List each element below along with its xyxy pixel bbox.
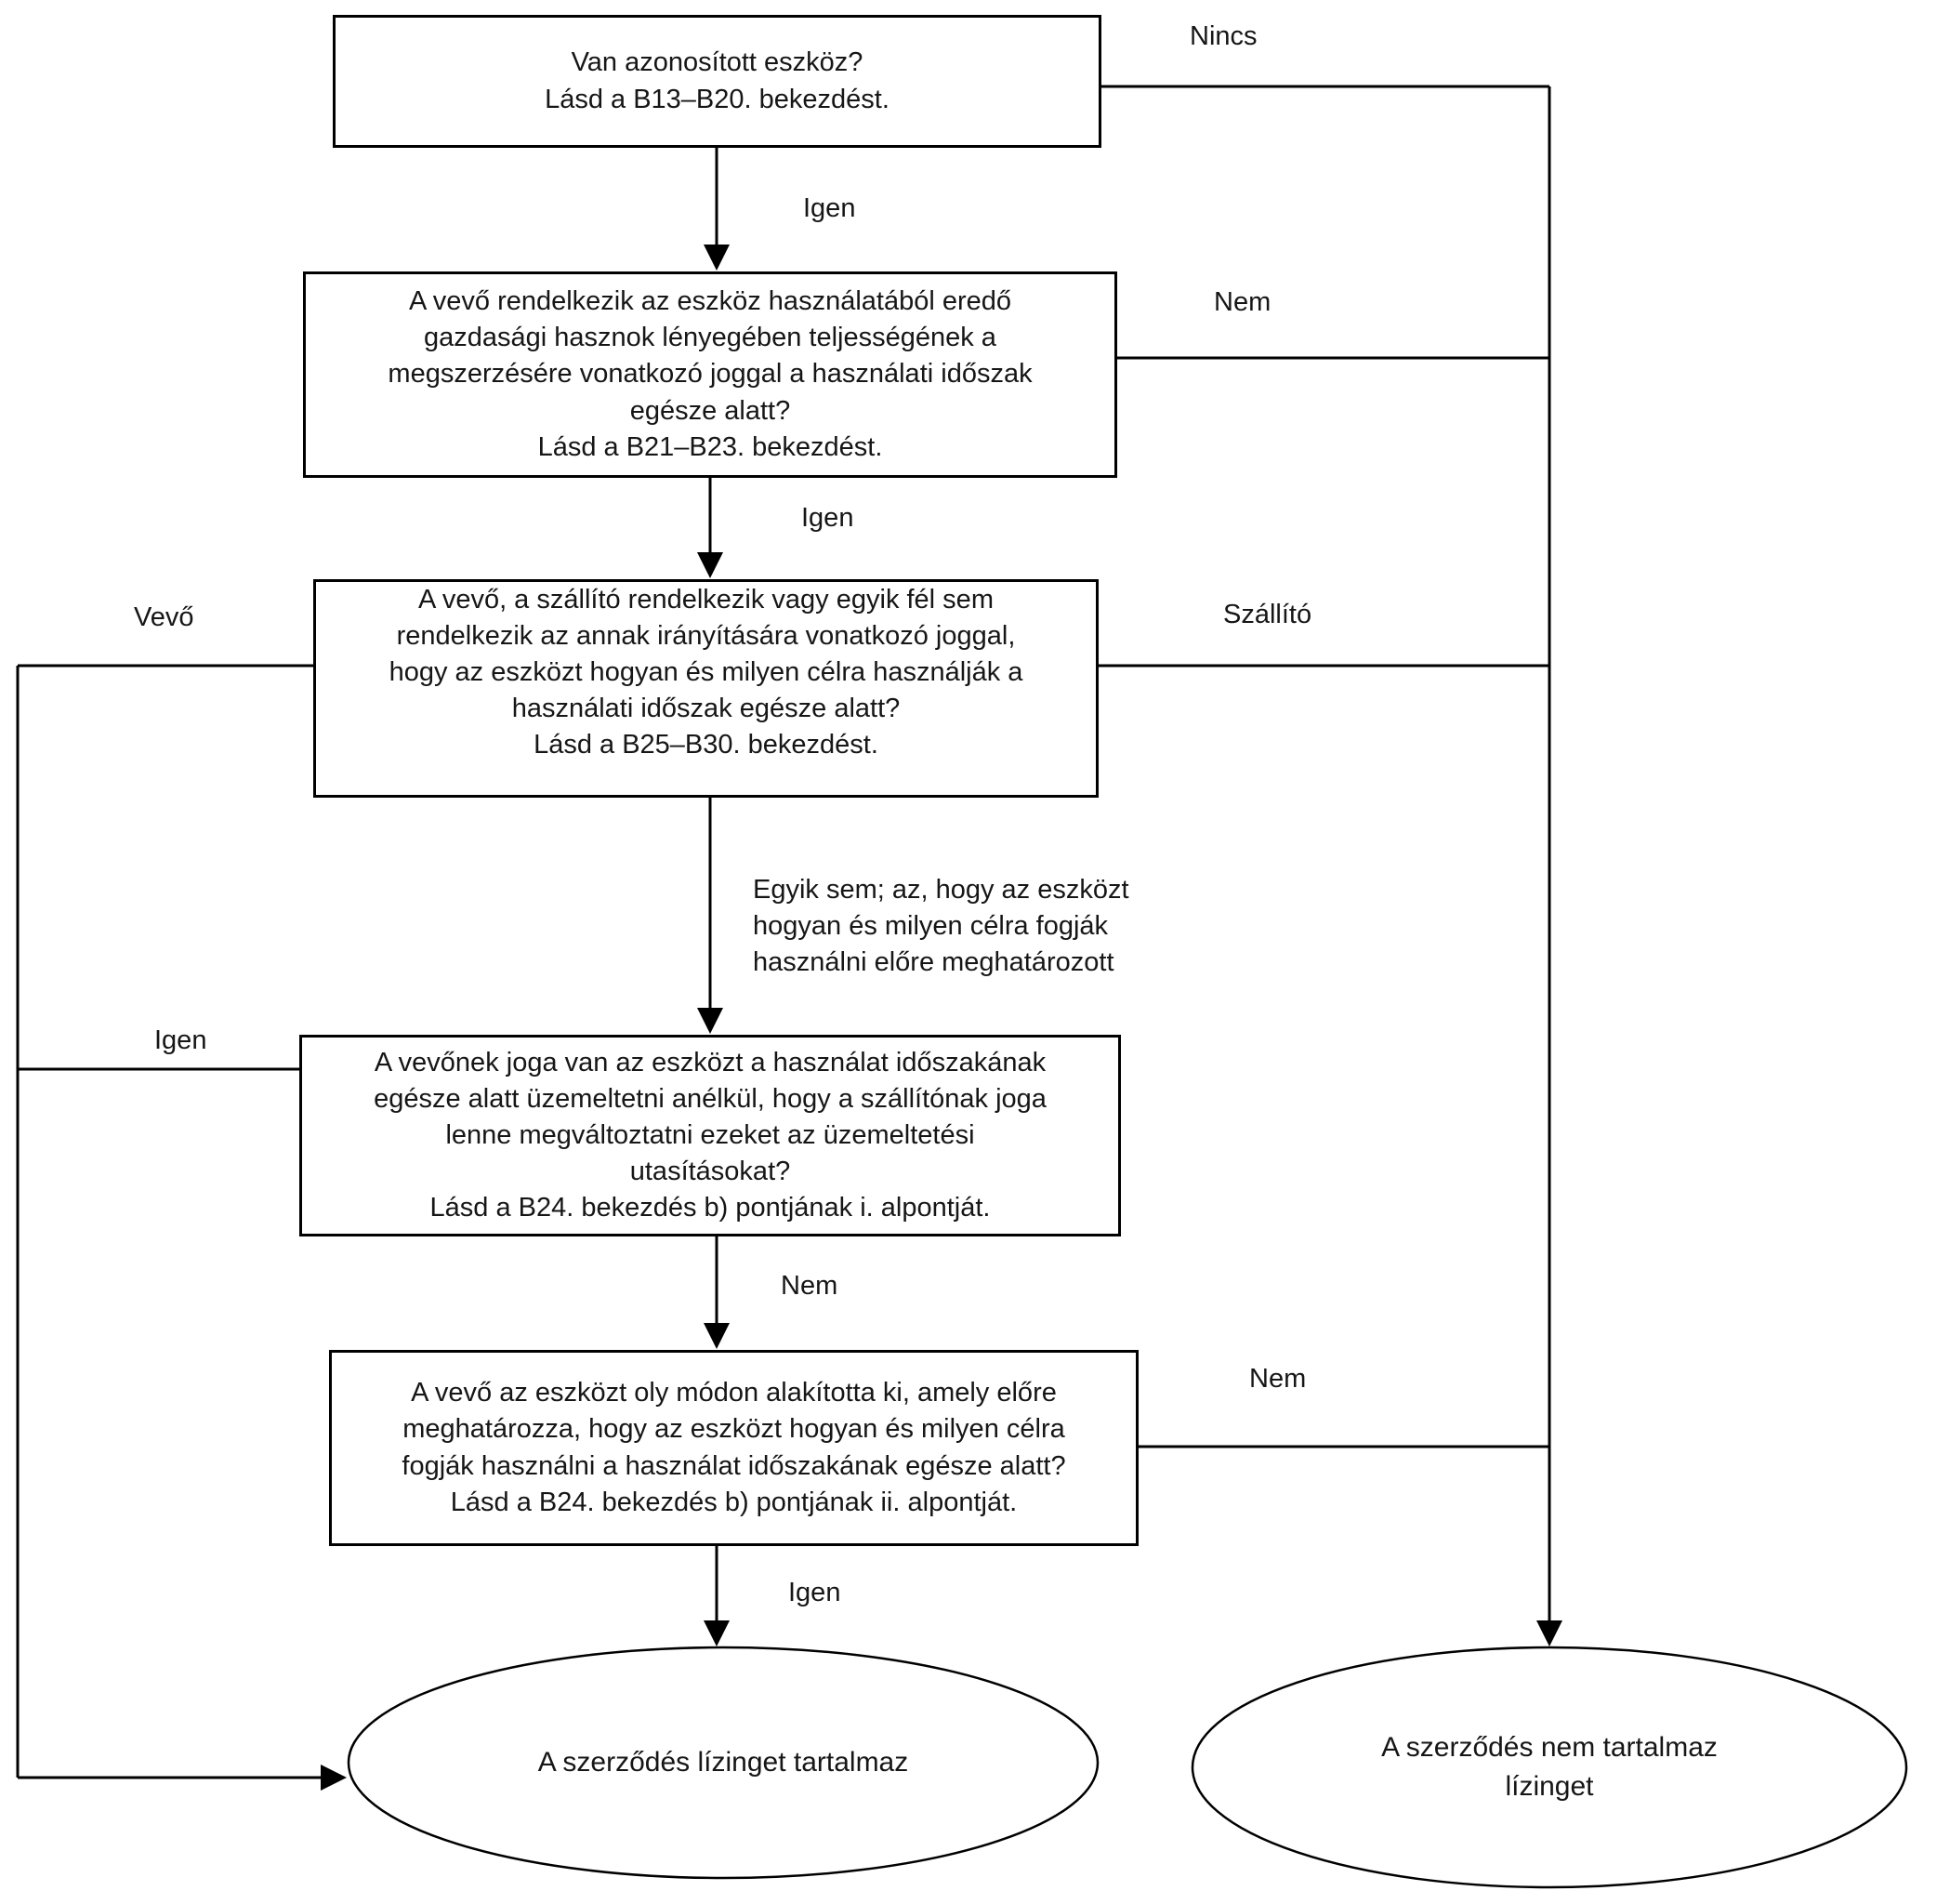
edge-label-szallito: Szállító <box>1223 600 1312 629</box>
edge-label-egyik-sem: Egyik sem; az, hogy az eszközt hogyan és… <box>753 875 1129 978</box>
edge-label-vevo: Vevő <box>134 602 194 632</box>
paragraph-reference: Lásd a B24. bekezdés b) pontjának ii. al… <box>450 1487 1018 1517</box>
decision-question: A vevő, a szállító rendelkezik vagy egyi… <box>389 584 1023 724</box>
decision-question: A vevő az eszközt oly módon alakította k… <box>402 1378 1066 1481</box>
decision-box-predetermined-design: A vevő az eszközt oly módon alakította k… <box>329 1350 1139 1546</box>
terminal-ellipse-no-lease: A szerződés nem tartalmaz lízinget <box>1381 1732 1718 1802</box>
edge-label-nem-3: Nem <box>1249 1364 1307 1394</box>
decision-box-direction-rights: A vevő, a szállító rendelkezik vagy egyi… <box>313 579 1099 798</box>
edge-label-nem-1: Nem <box>1214 287 1272 317</box>
edge-label-nem-2: Nem <box>781 1271 838 1301</box>
decision-question: Van azonosított eszköz? <box>571 47 863 78</box>
paragraph-reference: Lásd a B24. bekezdés b) pontjának i. alp… <box>429 1193 991 1223</box>
paragraph-reference: Lásd a B25–B30. bekezdést. <box>534 730 878 760</box>
decision-box-operate-rights: A vevőnek joga van az eszközt a használa… <box>299 1035 1121 1236</box>
edge-label-nincs: Nincs <box>1190 21 1258 51</box>
decision-question: A vevőnek joga van az eszközt a használa… <box>374 1047 1047 1187</box>
edge-label-igen-3: Igen <box>154 1025 207 1055</box>
paragraph-reference: Lásd a B13–B20. bekezdést. <box>545 84 889 114</box>
decision-box-economic-benefits: A vevő rendelkezik az eszköz használatáb… <box>303 271 1117 478</box>
paragraph-reference: Lásd a B21–B23. bekezdést. <box>537 431 883 462</box>
terminal-ellipse-contains-lease: A szerződés lízinget tartalmaz <box>537 1747 909 1778</box>
edge-label-igen-2: Igen <box>801 503 854 533</box>
decision-box-identified-asset: Van azonosított eszköz? Lásd a B13–B20. … <box>333 15 1101 148</box>
decision-question: A vevő rendelkezik az eszköz használatáb… <box>388 286 1033 426</box>
edge-label-igen-1: Igen <box>803 193 856 223</box>
edge-label-igen-4: Igen <box>788 1578 841 1607</box>
